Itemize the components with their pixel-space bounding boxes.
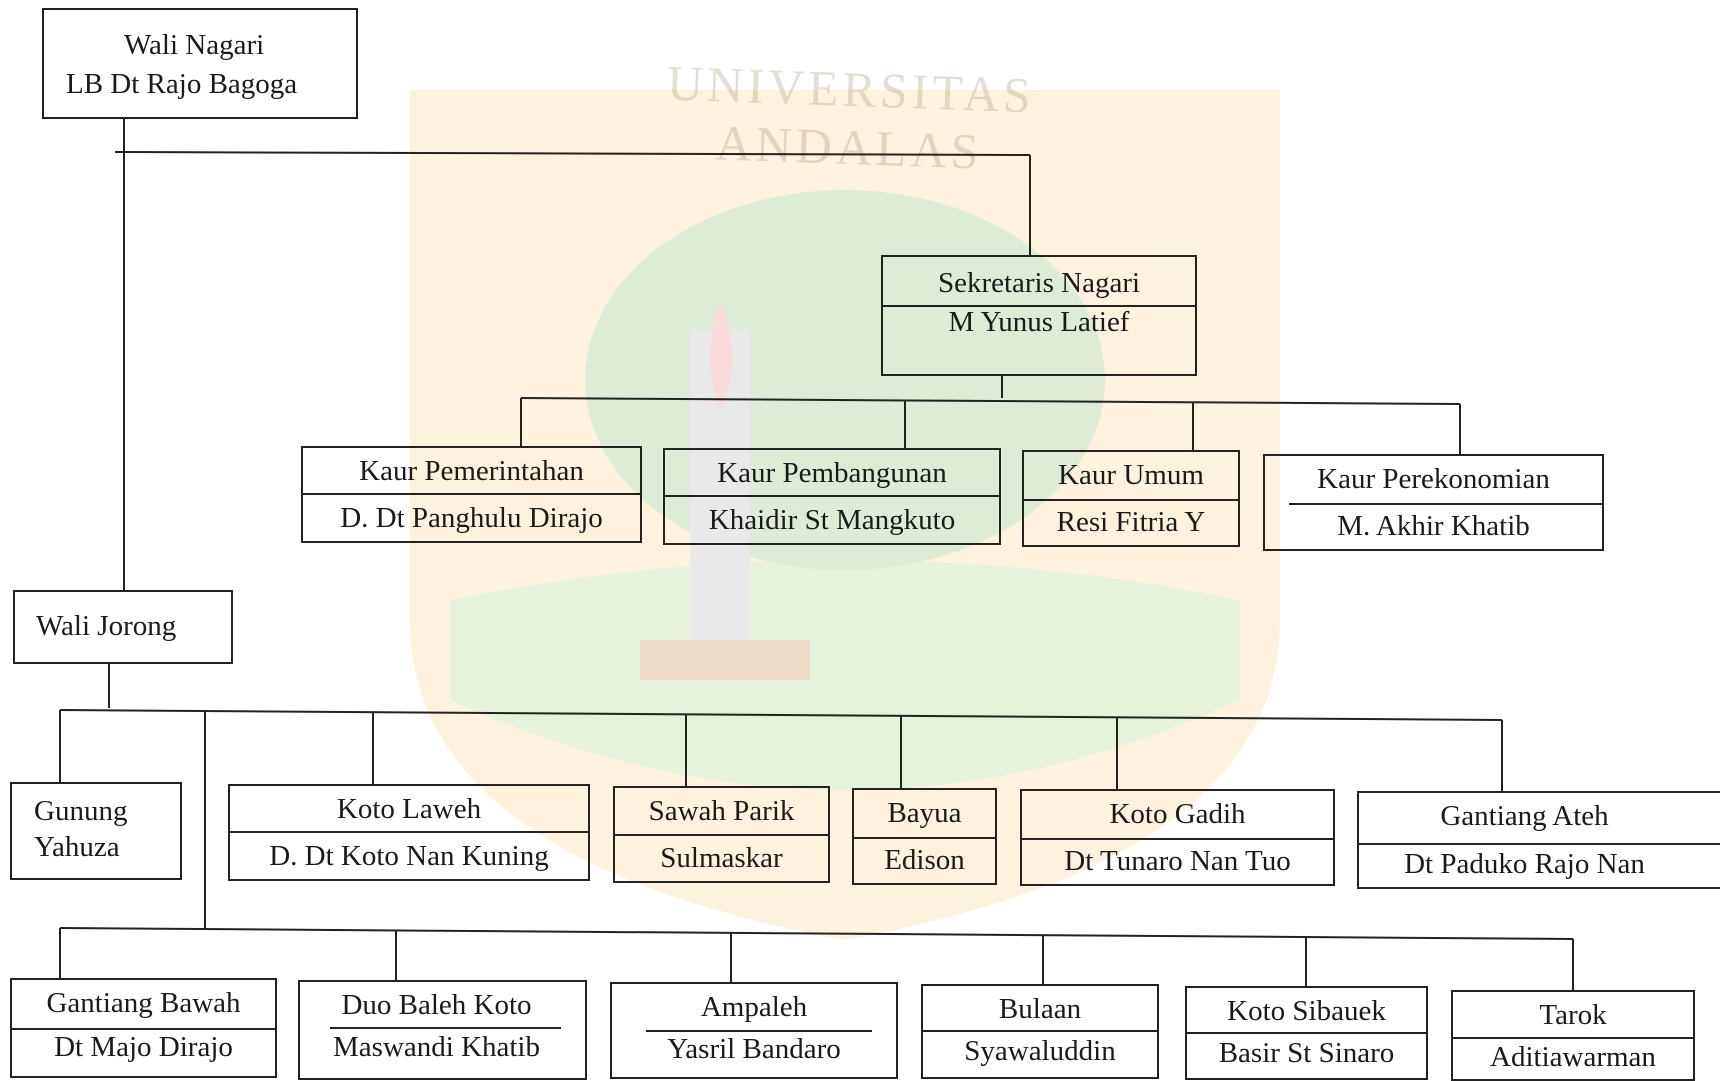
- node-title: Sekretaris Nagari: [937, 267, 1141, 299]
- node-divider: [303, 493, 640, 495]
- node-jorong-koto-sibauek: Koto Sibauek Basir St Sinaro: [1185, 986, 1428, 1080]
- node-title: Gunung: [34, 795, 128, 827]
- node-jorong-gantiang-bawah: Gantiang Bawah Dt Majo Dirajo: [10, 978, 277, 1078]
- node-title: Duo Baleh Koto: [341, 989, 532, 1021]
- node-wali-jorong: Wali Jorong: [13, 590, 233, 664]
- node-name: Syawaluddin: [964, 1035, 1116, 1067]
- node-title: Wali Jorong: [36, 610, 177, 642]
- node-divider: [1024, 499, 1238, 501]
- node-title: Bayua: [887, 797, 962, 829]
- node-jorong-duo-baleh-koto: Duo Baleh Koto Maswandi Khatib: [298, 980, 587, 1080]
- node-title: Gantiang Ateh: [1440, 800, 1609, 832]
- node-divider: [854, 837, 995, 839]
- node-title: Gantiang Bawah: [46, 987, 241, 1019]
- node-divider: [1453, 1037, 1693, 1039]
- node-name: Maswandi Khatib: [333, 1031, 540, 1063]
- node-jorong-koto-laweh: Koto Laweh D. Dt Koto Nan Kuning: [228, 784, 590, 881]
- node-divider: [1187, 1032, 1426, 1034]
- node-jorong-bulaan: Bulaan Syawaluddin: [921, 984, 1159, 1079]
- node-jorong-tarok: Tarok Aditiawarman: [1451, 990, 1695, 1081]
- node-divider: [230, 831, 588, 833]
- node-title: Tarok: [1539, 999, 1607, 1031]
- node-divider: [12, 1028, 275, 1030]
- node-title: Koto Sibauek: [1227, 995, 1386, 1027]
- node-kaur-pembangunan: Kaur Pembangunan Khaidir St Mangkuto: [663, 448, 1001, 545]
- node-title: Koto Gadih: [1109, 798, 1246, 830]
- node-name: D. Dt Koto Nan Kuning: [269, 840, 549, 872]
- node-name: M Yunus Latief: [948, 306, 1130, 338]
- node-title: Bulaan: [998, 993, 1082, 1025]
- node-jorong-sawah-parik: Sawah Parik Sulmaskar: [613, 786, 830, 883]
- node-divider: [646, 1030, 872, 1032]
- node-title: Wali Nagari: [124, 29, 265, 61]
- node-title: Sawah Parik: [648, 795, 795, 827]
- node-sekretaris-nagari: Sekretaris Nagari M Yunus Latief: [881, 255, 1197, 376]
- node-jorong-bayua: Bayua Edison: [852, 788, 997, 885]
- node-name: Aditiawarman: [1490, 1041, 1656, 1073]
- node-jorong-ampaleh: Ampaleh Yasril Bandaro: [610, 982, 898, 1079]
- node-jorong-gantiang-ateh: Gantiang Ateh Dt Paduko Rajo Nan: [1357, 791, 1720, 889]
- node-wali-nagari: Wali Nagari LB Dt Rajo Bagoga: [42, 8, 358, 119]
- node-divider: [1022, 838, 1333, 840]
- node-divider: [883, 305, 1195, 307]
- node-name: Dt Tunaro Nan Tuo: [1064, 845, 1291, 877]
- node-divider: [1359, 843, 1720, 845]
- node-title: Kaur Pembangunan: [717, 457, 947, 489]
- node-name: Khaidir St Mangkuto: [708, 504, 956, 536]
- node-name: Yasril Bandaro: [667, 1033, 841, 1065]
- node-name: D. Dt Panghulu Dirajo: [340, 502, 603, 534]
- node-divider: [615, 834, 828, 836]
- node-name: Edison: [884, 844, 965, 876]
- node-kaur-perekonomian: Kaur Perekonomian M. Akhir Khatib: [1263, 454, 1604, 551]
- node-jorong-koto-gadih: Koto Gadih Dt Tunaro Nan Tuo: [1020, 789, 1335, 886]
- node-kaur-umum: Kaur Umum Resi Fitria Y: [1022, 450, 1240, 547]
- node-title: Kaur Pemerintahan: [359, 455, 584, 487]
- node-title: Kaur Perekonomian: [1317, 463, 1550, 495]
- node-divider: [665, 495, 999, 497]
- node-name: Basir St Sinaro: [1218, 1037, 1395, 1069]
- node-jorong-gunung: Gunung Yahuza: [10, 782, 182, 880]
- node-name: Dt Majo Dirajo: [54, 1031, 233, 1063]
- node-title: Ampaleh: [700, 991, 808, 1023]
- node-name: Dt Paduko Rajo Nan: [1404, 848, 1645, 880]
- node-name: LB Dt Rajo Bagoga: [66, 68, 298, 100]
- node-name: Yahuza: [34, 831, 120, 863]
- node-divider: [1289, 503, 1602, 505]
- node-title: Kaur Umum: [1058, 459, 1204, 491]
- node-name: Sulmaskar: [660, 842, 783, 874]
- node-kaur-pemerintahan: Kaur Pemerintahan D. Dt Panghulu Dirajo: [301, 446, 642, 543]
- node-divider: [923, 1030, 1157, 1032]
- node-title: Koto Laweh: [336, 793, 482, 825]
- node-divider: [330, 1027, 561, 1029]
- node-name: Resi Fitria Y: [1056, 506, 1206, 538]
- node-name: M. Akhir Khatib: [1337, 510, 1530, 542]
